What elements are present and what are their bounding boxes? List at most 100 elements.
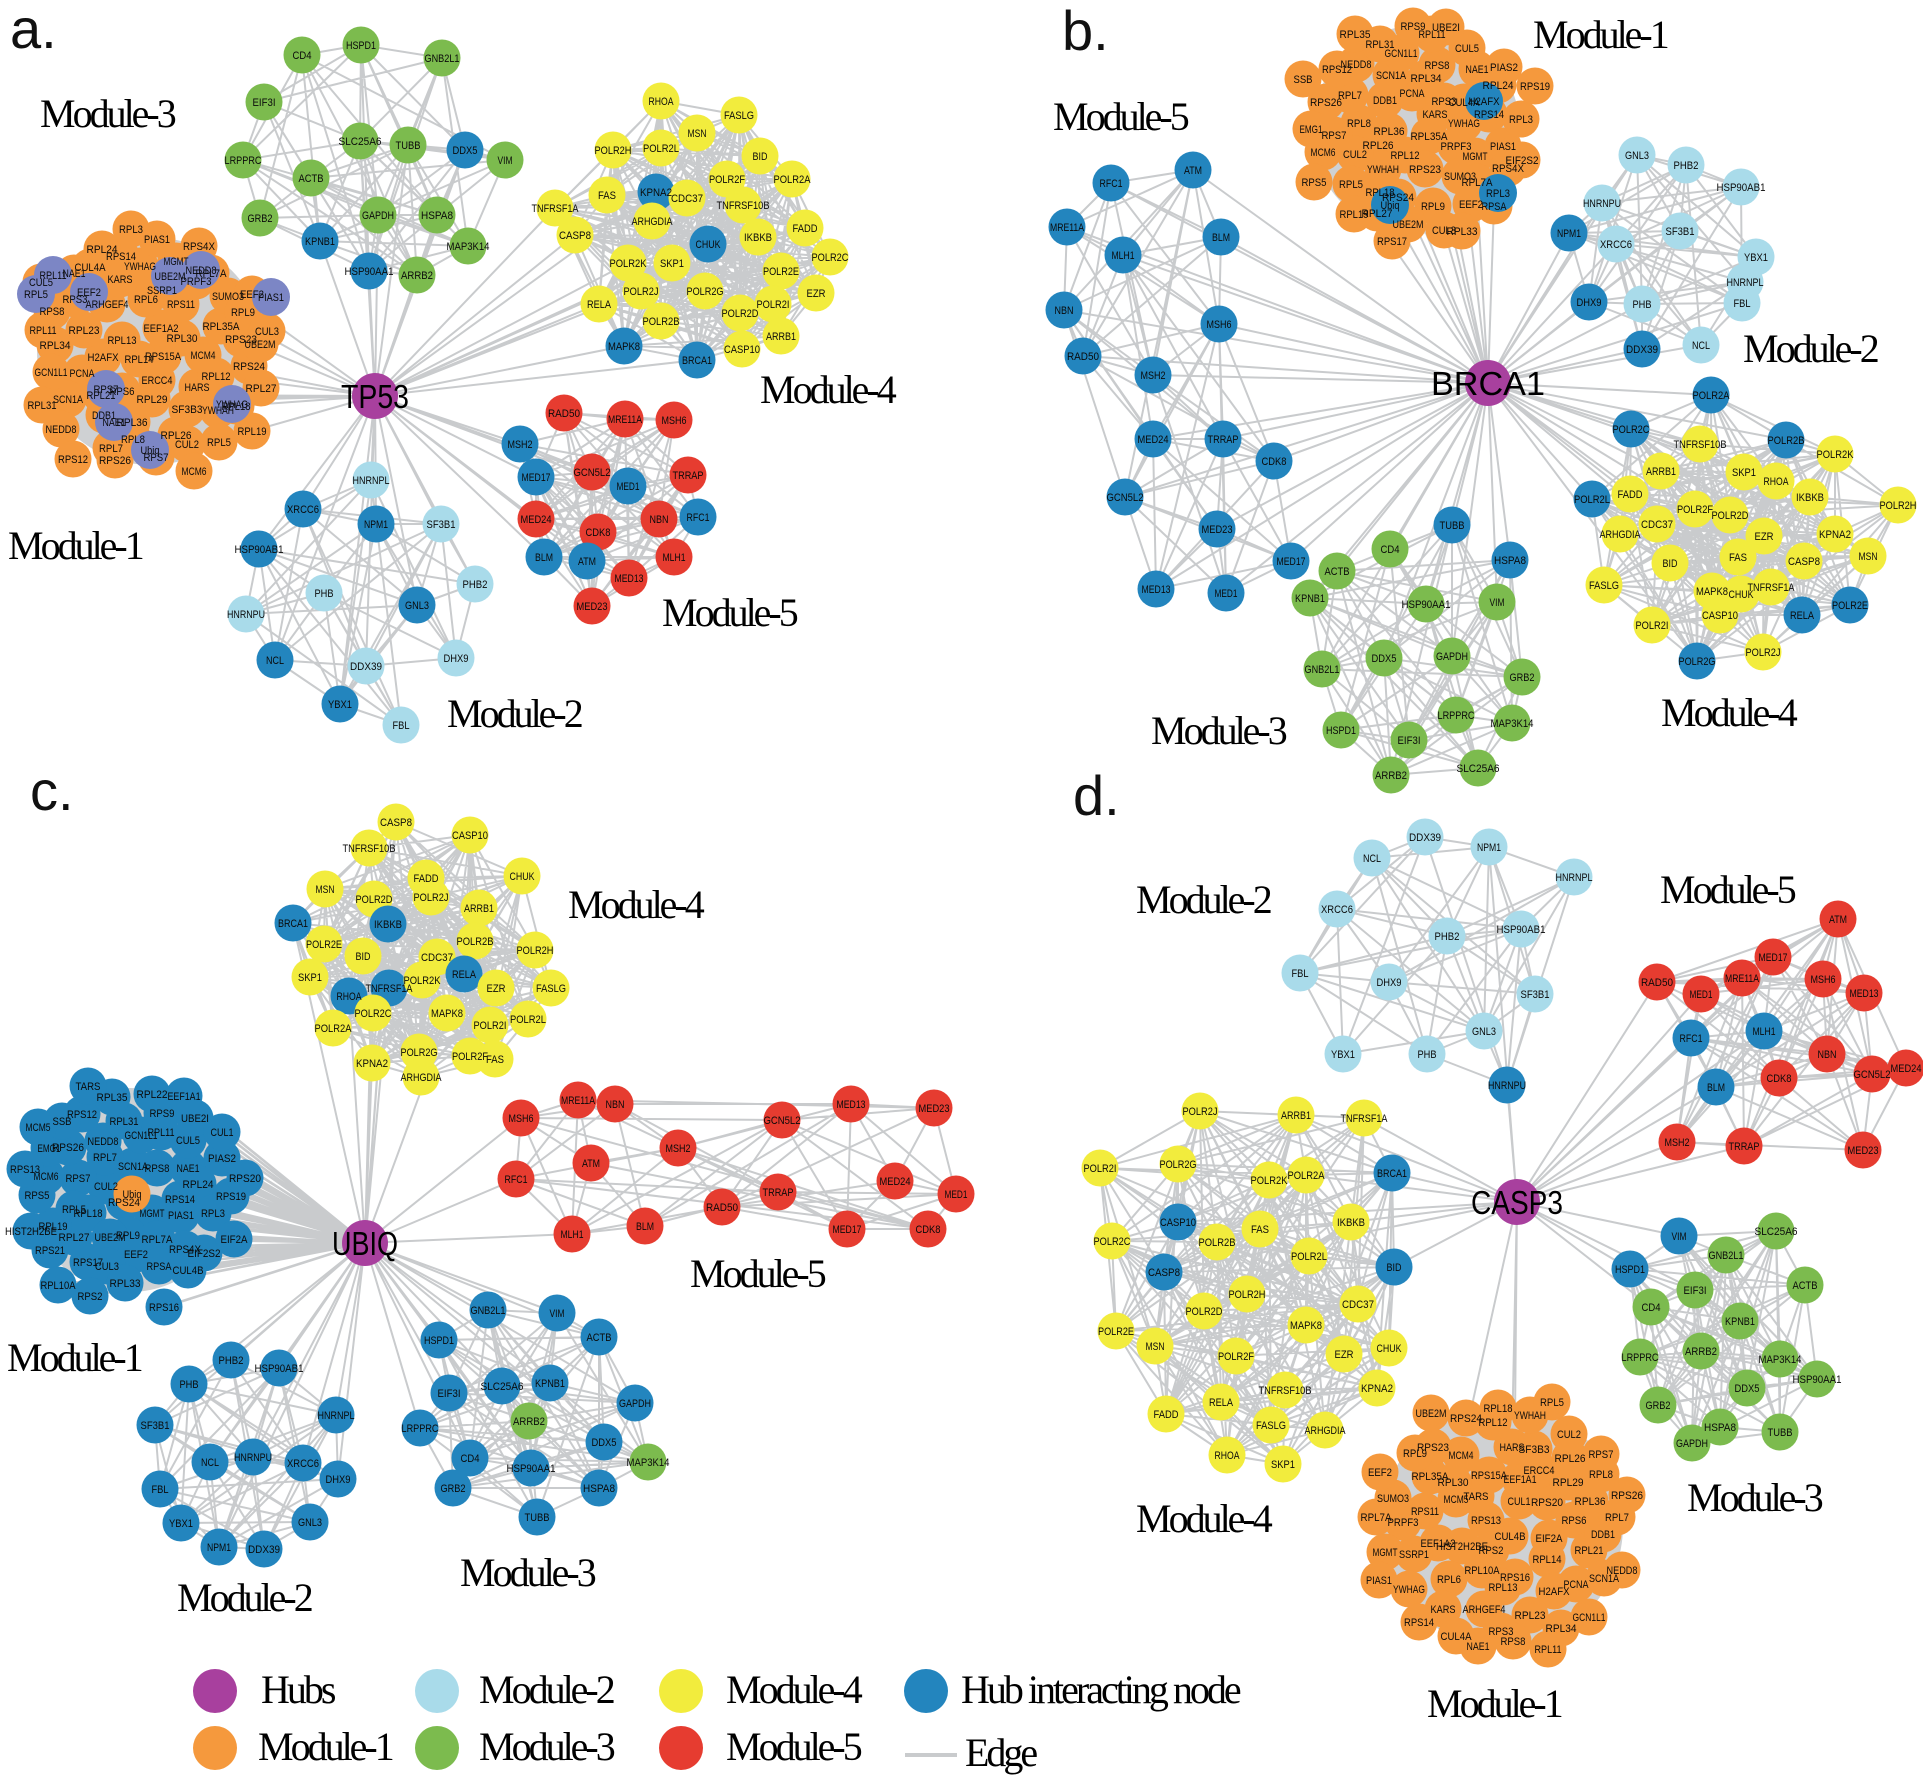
svg-text:RPL8: RPL8 xyxy=(1347,118,1371,130)
svg-text:SF3B3: SF3B3 xyxy=(172,404,203,416)
svg-text:RPS19: RPS19 xyxy=(216,1191,246,1203)
svg-text:MED1: MED1 xyxy=(945,1189,968,1201)
svg-text:HNRNPU: HNRNPU xyxy=(1488,1080,1526,1092)
svg-text:IKBKB: IKBKB xyxy=(1796,492,1824,504)
svg-text:GRB2: GRB2 xyxy=(248,213,273,225)
svg-text:c.: c. xyxy=(30,759,74,822)
svg-text:MSH2: MSH2 xyxy=(508,439,533,451)
svg-text:RPS20: RPS20 xyxy=(1531,1497,1563,1509)
svg-text:RPS2: RPS2 xyxy=(78,1291,103,1303)
svg-text:FAS: FAS xyxy=(598,190,616,202)
svg-text:RPL14: RPL14 xyxy=(1533,1554,1562,1566)
svg-text:MCM6: MCM6 xyxy=(182,466,207,478)
svg-text:POLR2J: POLR2J xyxy=(414,892,449,904)
svg-text:MLH1: MLH1 xyxy=(561,1229,584,1241)
svg-text:HSP90AA1: HSP90AA1 xyxy=(345,266,394,278)
svg-text:HSP90AA1: HSP90AA1 xyxy=(1793,1374,1842,1386)
svg-text:RPS15A: RPS15A xyxy=(1471,1470,1508,1482)
svg-text:RPL36: RPL36 xyxy=(1374,126,1405,138)
svg-text:CUL1: CUL1 xyxy=(1508,1496,1531,1508)
svg-text:NEDD8: NEDD8 xyxy=(88,1136,119,1148)
svg-text:RAD50: RAD50 xyxy=(548,408,580,420)
svg-text:MAPK8: MAPK8 xyxy=(608,341,640,353)
svg-text:YBX1: YBX1 xyxy=(169,1518,193,1530)
svg-text:MGMT: MGMT xyxy=(1373,1547,1398,1559)
svg-text:LRPPRC: LRPPRC xyxy=(225,155,262,167)
svg-text:RHOA: RHOA xyxy=(337,991,363,1003)
svg-text:RPL22: RPL22 xyxy=(137,1089,168,1101)
svg-text:KPNB1: KPNB1 xyxy=(1725,1316,1755,1328)
svg-text:POLR2C: POLR2C xyxy=(1094,1236,1131,1248)
svg-text:POLR2B: POLR2B xyxy=(1199,1237,1236,1249)
svg-text:POLR2I: POLR2I xyxy=(1636,620,1669,632)
svg-text:RPL30: RPL30 xyxy=(167,333,198,345)
svg-text:CUL3: CUL3 xyxy=(255,326,279,338)
svg-text:RELA: RELA xyxy=(587,299,612,311)
svg-text:CUL4B: CUL4B xyxy=(173,1265,204,1277)
svg-text:RPL13: RPL13 xyxy=(108,335,137,347)
svg-text:MAP3K14: MAP3K14 xyxy=(1491,718,1534,730)
svg-text:RPL3: RPL3 xyxy=(201,1208,225,1220)
svg-text:RPL34: RPL34 xyxy=(1546,1623,1577,1635)
svg-text:RPS17: RPS17 xyxy=(73,1257,103,1269)
svg-text:PCNA: PCNA xyxy=(70,368,96,380)
svg-text:TRRAP: TRRAP xyxy=(763,1187,794,1199)
svg-text:RPL9: RPL9 xyxy=(231,307,255,319)
svg-text:POLR2C: POLR2C xyxy=(355,1008,392,1020)
svg-text:EEF1A1: EEF1A1 xyxy=(168,1091,201,1103)
svg-text:PCNA: PCNA xyxy=(1564,1579,1590,1591)
svg-text:POLR2H: POLR2H xyxy=(1880,500,1917,512)
svg-text:RPS8: RPS8 xyxy=(1425,60,1450,72)
svg-text:YWHAG: YWHAG xyxy=(216,399,248,411)
svg-text:Module-3: Module-3 xyxy=(1687,1475,1823,1520)
svg-text:RPS9: RPS9 xyxy=(150,1108,175,1120)
svg-text:GNB2L1: GNB2L1 xyxy=(1709,1250,1744,1262)
svg-text:FBL: FBL xyxy=(1292,968,1309,980)
svg-text:HSP90AB1: HSP90AB1 xyxy=(1717,182,1766,194)
svg-text:EMG1: EMG1 xyxy=(38,1143,61,1155)
svg-text:HSPD1: HSPD1 xyxy=(346,40,376,52)
svg-text:HNRNPL: HNRNPL xyxy=(1556,872,1593,884)
svg-text:TNFRSF1A: TNFRSF1A xyxy=(532,203,580,215)
svg-text:RPL11: RPL11 xyxy=(148,1127,175,1139)
svg-text:CASP8: CASP8 xyxy=(380,817,412,829)
svg-text:NPM1: NPM1 xyxy=(207,1542,231,1554)
svg-text:CD4: CD4 xyxy=(461,1453,480,1465)
svg-text:POLR2F: POLR2F xyxy=(1677,504,1713,516)
svg-text:NAE1: NAE1 xyxy=(177,1163,200,1175)
svg-text:MLH1: MLH1 xyxy=(663,552,686,564)
svg-text:EIF2A: EIF2A xyxy=(221,1234,249,1246)
svg-text:RPL35: RPL35 xyxy=(97,1092,128,1104)
svg-text:NBN: NBN xyxy=(650,514,669,526)
svg-text:SLC25A6: SLC25A6 xyxy=(481,1381,524,1393)
svg-text:POLR2C: POLR2C xyxy=(1613,424,1650,436)
svg-text:CDC37: CDC37 xyxy=(1641,519,1673,531)
svg-text:EIF3I: EIF3I xyxy=(1398,735,1421,747)
svg-text:CHUK: CHUK xyxy=(510,871,536,883)
svg-text:MAP3K14: MAP3K14 xyxy=(447,241,490,253)
svg-text:RPS12: RPS12 xyxy=(1322,64,1352,76)
svg-text:POLR2L: POLR2L xyxy=(510,1014,546,1026)
svg-text:NEDD8: NEDD8 xyxy=(46,424,77,436)
svg-text:CASP8: CASP8 xyxy=(1148,1267,1180,1279)
svg-text:HSP90AA1: HSP90AA1 xyxy=(507,1463,556,1475)
svg-text:GRB2: GRB2 xyxy=(441,1483,466,1495)
svg-text:POLR2G: POLR2G xyxy=(1679,656,1716,668)
svg-text:POLR2K: POLR2K xyxy=(610,258,648,270)
svg-text:EZR: EZR xyxy=(1755,531,1774,543)
svg-text:VIM: VIM xyxy=(550,1308,565,1320)
svg-text:CASP3: CASP3 xyxy=(1471,1184,1563,1221)
svg-text:TNFRSF1A: TNFRSF1A xyxy=(1748,582,1796,594)
svg-text:RPL26: RPL26 xyxy=(1555,1453,1586,1465)
svg-text:RPS12: RPS12 xyxy=(58,454,88,466)
svg-text:MRE11A: MRE11A xyxy=(608,414,643,426)
svg-text:Hubs: Hubs xyxy=(261,1667,336,1712)
svg-text:DDX39: DDX39 xyxy=(1626,344,1658,356)
svg-text:H2AFX: H2AFX xyxy=(1469,96,1501,108)
svg-text:MGMT: MGMT xyxy=(140,1208,165,1220)
svg-text:PIAS1: PIAS1 xyxy=(168,1210,194,1222)
svg-text:RPS13: RPS13 xyxy=(10,1164,40,1176)
svg-text:FADD: FADD xyxy=(793,223,818,235)
svg-text:CD4: CD4 xyxy=(1381,544,1400,556)
svg-text:EZR: EZR xyxy=(487,983,506,995)
